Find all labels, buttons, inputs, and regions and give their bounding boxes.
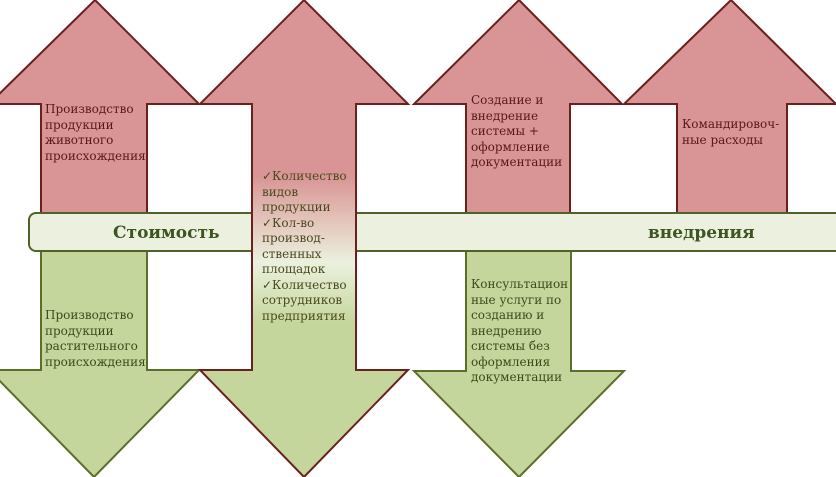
cost-band <box>28 212 836 252</box>
down-arrow-consulting <box>411 245 627 477</box>
double-arrow-criteria <box>197 0 411 477</box>
criteria-text: ✓Количество видов продукции ✓Кол-во прои… <box>262 169 347 323</box>
system-creation-text: Создание и внедрение системы + оформлени… <box>471 93 563 169</box>
animal-production-text: Производство продукции животного происхо… <box>45 102 146 163</box>
plant-production-text: Производство продукции растительного про… <box>45 308 146 369</box>
band-label-cost: Стоимость <box>113 223 220 243</box>
band-label-implementation: внедрения <box>648 223 755 243</box>
up-arrow-travel <box>621 0 836 216</box>
down-arrow-plant <box>0 245 202 477</box>
travel-expenses-text: Командировоч- ные расходы <box>682 117 780 147</box>
consulting-services-text: Консультацион ные услуги по созданию и в… <box>471 277 569 384</box>
